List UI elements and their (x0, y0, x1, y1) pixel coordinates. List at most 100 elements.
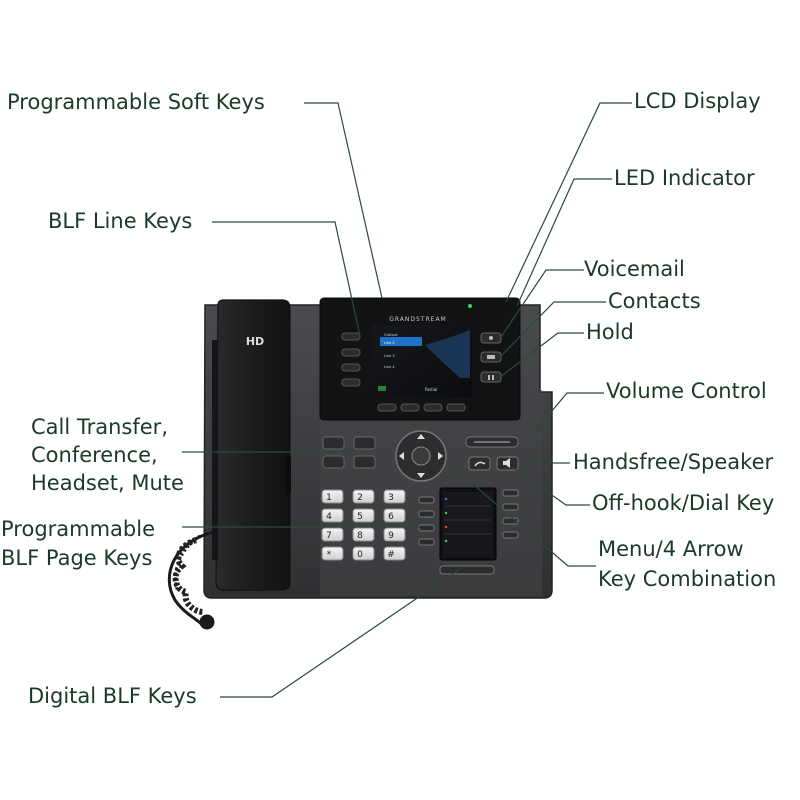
leader-off-hook (511, 466, 590, 506)
hold-icon (488, 375, 490, 380)
leader-blf-line-keys (212, 221, 361, 337)
keypad-key-label: 5 (357, 512, 363, 522)
callout-line: Contacts (608, 289, 701, 313)
callout-programmable-soft-keys: Programmable Soft Keys (7, 89, 265, 116)
callout-call-transfer: Call Transfer, Conference, Headset, Mute (31, 413, 184, 497)
led-indicator (468, 304, 472, 308)
speaker-key[interactable] (496, 456, 519, 471)
leader-contacts (499, 301, 606, 358)
keypad-key-label: 0 (357, 550, 363, 560)
arrow-right-icon (438, 452, 443, 460)
arrow-down-icon (417, 473, 425, 478)
keypad-key-9[interactable]: 9 (383, 527, 406, 542)
blf-lcd (439, 487, 497, 561)
keypad-key-0[interactable]: 0 (352, 546, 375, 561)
keypad-key-label: 8 (357, 531, 363, 541)
leader-volume-control (529, 392, 604, 438)
keypad: 1 2 3 4 5 6 7 8 9 * 0 # (321, 489, 406, 561)
lcd-line-1: Outlook (384, 333, 399, 337)
keypad-key-label: 3 (388, 493, 394, 503)
callout-line: Key Combination (598, 567, 777, 591)
blf-page-keys[interactable] (418, 496, 435, 546)
volume-control[interactable] (465, 436, 519, 448)
keypad-key-8[interactable]: 8 (352, 527, 375, 542)
keypad-key-2[interactable]: 2 (352, 489, 375, 504)
callout-line: Hold (586, 320, 634, 344)
callout-line: LED Indicator (614, 166, 755, 190)
callout-line: Off-hook/Dial Key (592, 491, 775, 515)
callout-line: Digital BLF Keys (28, 684, 197, 708)
callout-digital-blf-keys: Digital BLF Keys (28, 683, 197, 710)
leader-digital-blf-keys (220, 568, 461, 698)
blf-line-keys[interactable] (341, 332, 361, 387)
keypad-key-label: 7 (326, 531, 332, 541)
screen-side-keys[interactable] (480, 332, 502, 383)
brand-logo: GRANDSTREAM (389, 316, 447, 323)
speaker-icon (503, 458, 510, 468)
callout-voicemail: Voicemail (584, 256, 685, 283)
off-hook-key[interactable] (468, 456, 491, 471)
handset: HD (212, 299, 291, 591)
callout-line: BLF Page Keys (1, 546, 153, 570)
callout-contacts: Contacts (608, 288, 701, 315)
navigation-pad[interactable] (395, 430, 447, 482)
callout-lcd-display: LCD Display (634, 88, 761, 115)
callout-line: LCD Display (634, 89, 761, 113)
keypad-key-hash[interactable]: # (383, 546, 406, 561)
keypad-key-label: 4 (326, 512, 332, 522)
lcd-line-4: Line 4 (384, 365, 395, 369)
callout-menu-arrow-keys: Menu/4 Arrow Key Combination (598, 534, 776, 594)
keypad-key-3[interactable]: 3 (383, 489, 406, 504)
keypad-key-1[interactable]: 1 (321, 489, 344, 504)
contacts-icon (487, 355, 495, 359)
leader-hold (499, 332, 584, 378)
callout-line: Programmable (1, 517, 156, 541)
leader-lines (182, 102, 632, 698)
keypad-key-label: 2 (357, 493, 363, 503)
callout-line: Conference, (31, 443, 158, 467)
leader-menu-arrow (451, 465, 596, 567)
callout-hold: Hold (586, 319, 634, 346)
callout-line: Voicemail (584, 257, 685, 281)
coiled-cord (167, 530, 216, 630)
digital-blf-page-bar[interactable] (439, 565, 495, 575)
keypad-key-label: 9 (388, 531, 394, 541)
callout-off-hook-dial-key: Off-hook/Dial Key (592, 490, 774, 517)
callout-programmable-blf-page-keys: Programmable BLF Page Keys (1, 515, 155, 573)
callout-line: Call Transfer, (31, 415, 168, 439)
callout-blf-line-keys: BLF Line Keys (48, 208, 192, 235)
callout-line: BLF Line Keys (48, 209, 193, 233)
callout-led-indicator: LED Indicator (614, 165, 755, 192)
leader-led-indicator (516, 178, 612, 307)
keypad-key-label: 6 (388, 512, 394, 522)
keypad-key-label: * (327, 550, 332, 560)
keypad-key-4[interactable]: 4 (321, 508, 344, 523)
keypad-key-label: 1 (326, 493, 332, 503)
callout-line: Handsfree/Speaker (573, 450, 774, 474)
leader-voicemail (500, 269, 584, 338)
keypad-key-star[interactable]: * (321, 546, 344, 561)
function-keys[interactable] (322, 436, 376, 469)
callout-line: Programmable Soft Keys (7, 90, 265, 114)
callout-volume-control: Volume Control (606, 378, 767, 405)
lcd-line-2: Line 2 (384, 341, 395, 345)
keypad-key-6[interactable]: 6 (383, 508, 406, 523)
arrow-up-icon (417, 434, 425, 439)
keypad-key-label: # (387, 550, 395, 560)
lcd-display: GRANDSTREAM Outlook Line 2 Line 3 Line 4… (319, 297, 521, 421)
callout-handsfree-speaker: Handsfree/Speaker (573, 449, 773, 476)
lcd-line-3: Line 3 (384, 354, 395, 358)
soft-keys[interactable] (377, 403, 466, 412)
keypad-key-5[interactable]: 5 (352, 508, 375, 523)
voicemail-icon (489, 336, 493, 340)
callout-line: Headset, Mute (31, 471, 184, 495)
callout-line: Menu/4 Arrow (598, 537, 744, 561)
leader-lcd-display (505, 102, 632, 303)
handset-hd-badge: HD (246, 335, 264, 348)
blf-right-keys[interactable] (502, 489, 519, 539)
callout-line: Volume Control (606, 379, 767, 403)
arrow-left-icon (399, 452, 404, 460)
keypad-key-7[interactable]: 7 (321, 527, 344, 542)
lcd-softkey-label: Redial (425, 387, 437, 392)
